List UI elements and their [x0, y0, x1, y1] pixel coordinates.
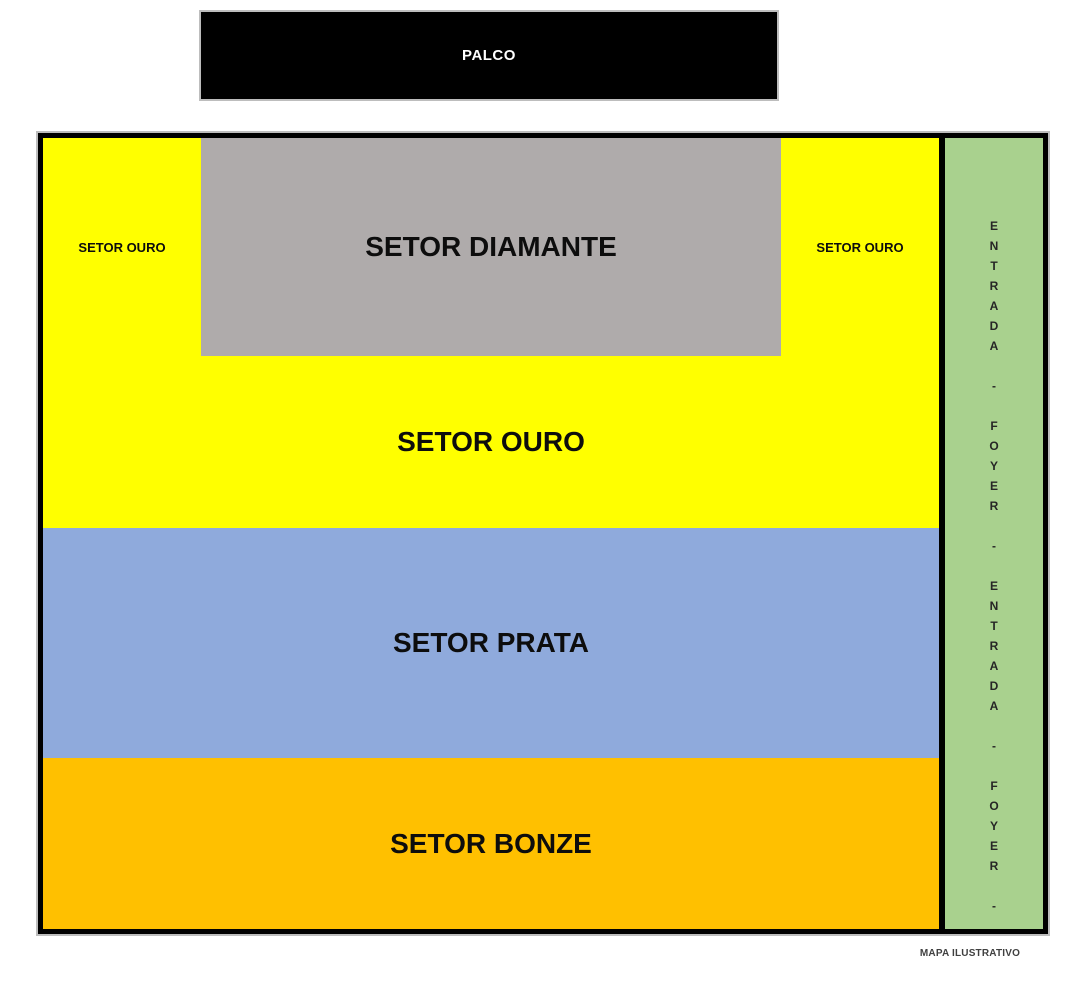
sector-bronze-label: SETOR BONZE — [390, 827, 592, 859]
entrance-letter: E — [989, 219, 998, 233]
entrance-letter: O — [989, 439, 999, 453]
entrance-letter: F — [990, 419, 998, 433]
map-disclaimer: MAPA ILUSTRATIVO — [919, 948, 1021, 959]
entrance-letter: D — [989, 319, 999, 333]
entrance-letter: E — [989, 479, 998, 493]
entrance-letter: F — [990, 779, 998, 793]
entrance-letter: R — [989, 639, 999, 653]
entrance-letter: Y — [989, 459, 998, 473]
entrance-letter: A — [989, 299, 999, 313]
sector-ouro-right-label: SETOR OURO — [816, 239, 904, 255]
entrance-letter: A — [989, 699, 999, 713]
entrance-letter: N — [989, 599, 999, 613]
entrance-letter: D — [989, 679, 999, 693]
sector-ouro-right-wing: SETOR OURO — [781, 138, 939, 356]
entrance-separator: - — [992, 739, 996, 753]
entrance-letter: R — [989, 859, 999, 873]
sector-prata: SETOR PRATA — [43, 528, 939, 758]
entrance-letter: Y — [989, 819, 998, 833]
sector-diamante-label: SETOR DIAMANTE — [365, 231, 617, 262]
sector-ouro-region: SETOR OURO SETOR DIAMANTE SETOR OURO SET… — [43, 138, 939, 528]
sector-ouro-main: SETOR OURO — [43, 356, 939, 528]
front-sector-row: SETOR OURO SETOR DIAMANTE SETOR OURO — [43, 138, 939, 356]
entrance-separator: - — [992, 539, 996, 553]
entrance-letter: N — [989, 239, 999, 253]
entrance-letter: E — [989, 839, 998, 853]
entrance-letter: A — [989, 659, 999, 673]
entrance-letter: E — [989, 579, 998, 593]
sector-ouro-main-label: SETOR OURO — [397, 426, 585, 457]
stage-label: PALCO — [462, 47, 516, 64]
entrance-letter: R — [989, 499, 999, 513]
entrance-separator: - — [992, 899, 996, 913]
sector-diamante: SETOR DIAMANTE — [201, 138, 781, 356]
sector-bronze: SETOR BONZE — [43, 758, 939, 929]
seating-area: SETOR OURO SETOR DIAMANTE SETOR OURO SET… — [43, 138, 939, 929]
entrance-letter: A — [989, 339, 999, 353]
entrance-separator: - — [992, 379, 996, 393]
entrance-letter: R — [989, 279, 999, 293]
sector-prata-label: SETOR PRATA — [392, 627, 589, 658]
stage-block: PALCO — [199, 10, 779, 101]
venue-map: SETOR OURO SETOR DIAMANTE SETOR OURO SET… — [36, 131, 1050, 936]
sector-ouro-left-label: SETOR OURO — [78, 239, 166, 255]
entrance-letter: T — [990, 619, 998, 633]
sector-ouro-left-wing: SETOR OURO — [43, 138, 201, 356]
entrance-letter: O — [989, 799, 999, 813]
entrance-letter: T — [990, 259, 998, 273]
